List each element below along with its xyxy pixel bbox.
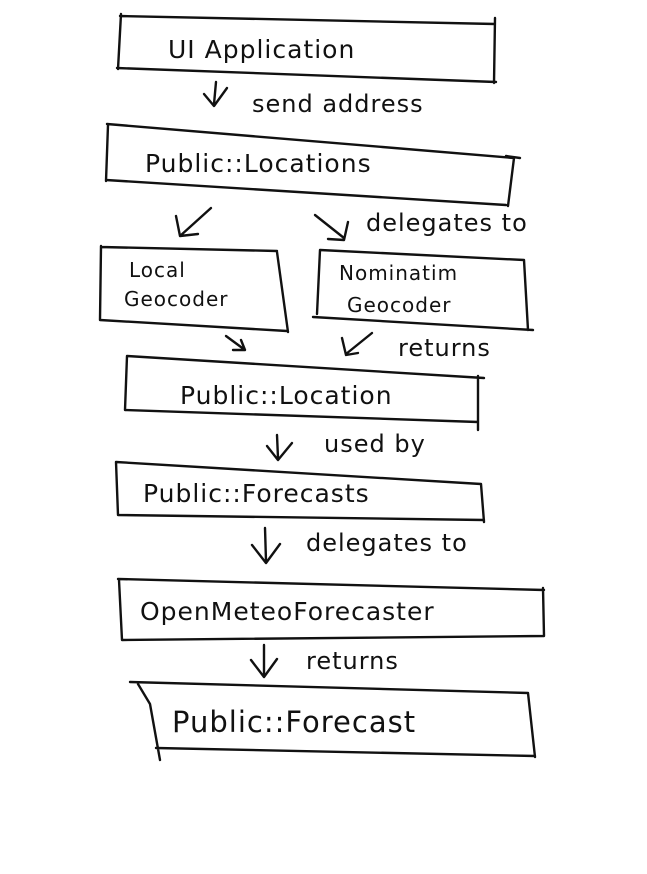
node-local-geocoder-line2: Geocoder [124, 287, 229, 311]
node-public-forecast: Public::Forecast [128, 680, 537, 762]
edge-delegates-to-1: delegates to [313, 209, 528, 242]
edge-returns-1-label: returns [398, 334, 491, 362]
node-public-locations: Public::Locations [104, 122, 522, 208]
edge-returns-2-label: returns [306, 647, 399, 675]
node-open-meteo-forecaster: OpenMeteoForecaster [116, 577, 546, 642]
node-nominatim-geocoder-line2: Geocoder [347, 293, 452, 317]
edge-to-local-geocoder [174, 206, 213, 238]
node-nominatim-geocoder-line1: Nominatim [339, 261, 458, 285]
edge-send-address-label: send address [252, 90, 424, 118]
edge-delegates-to-1-label: delegates to [366, 209, 528, 237]
edge-used-by-label: used by [324, 430, 426, 458]
edge-used-by: used by [265, 430, 426, 462]
node-local-geocoder: Local Geocoder [98, 244, 290, 334]
node-ui-application-label: UI Application [168, 35, 355, 64]
node-ui-application: UI Application [115, 12, 498, 85]
node-public-location-label: Public::Location [180, 381, 393, 410]
node-open-meteo-forecaster-label: OpenMeteoForecaster [140, 597, 435, 626]
edge-returns-1: returns [340, 331, 491, 362]
edge-delegates-to-2: delegates to [250, 526, 468, 565]
node-public-location: Public::Location [123, 354, 486, 432]
edge-delegates-to-2-label: delegates to [306, 529, 468, 557]
node-local-geocoder-line1: Local [129, 258, 186, 282]
node-public-forecasts-label: Public::Forecasts [143, 479, 370, 508]
edge-returns-2: returns [249, 643, 399, 679]
node-nominatim-geocoder: Nominatim Geocoder [311, 248, 535, 332]
node-public-forecasts: Public::Forecasts [114, 460, 486, 524]
node-public-forecast-label: Public::Forecast [172, 705, 416, 739]
edge-local-to-location [224, 334, 247, 352]
node-public-locations-label: Public::Locations [145, 149, 372, 178]
edge-send-address: send address [202, 80, 424, 118]
